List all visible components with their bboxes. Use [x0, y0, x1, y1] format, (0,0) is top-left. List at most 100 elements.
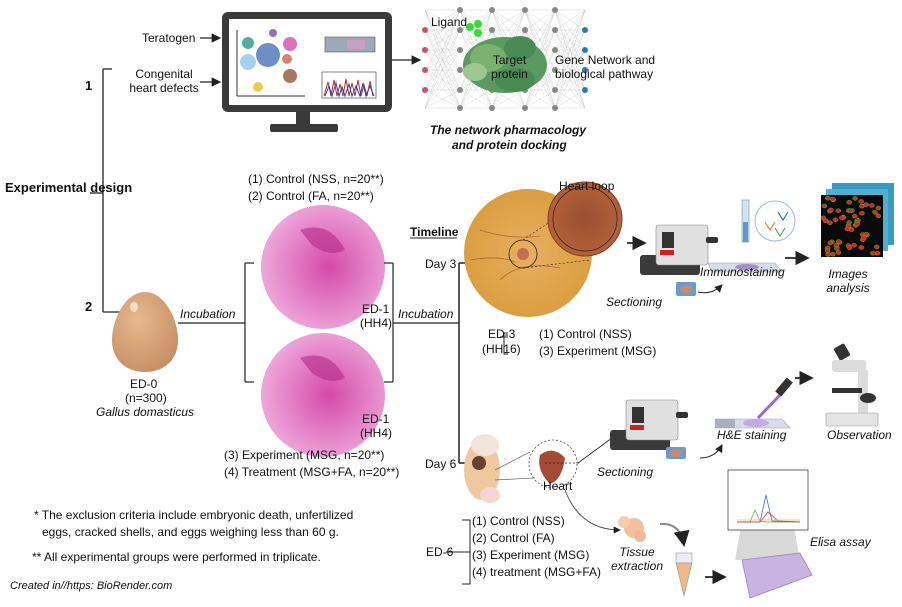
group-3-label: (3) Experiment (MSG, n=20**) — [224, 448, 385, 462]
ed3-group-3: (3) Experiment (MSG) — [539, 344, 657, 358]
network-node — [457, 87, 463, 93]
egg-species-label: Gallus domasticus — [96, 405, 195, 419]
egg-count-label: (n=300) — [125, 391, 167, 405]
timeline-title: Timeline — [410, 225, 459, 239]
network-caption-line1: The network pharmacology — [430, 123, 587, 137]
network-node — [552, 27, 558, 33]
timeline-axis — [458, 262, 465, 464]
ed1-top-stage: ED-1 — [362, 302, 390, 316]
network-node — [457, 105, 463, 111]
network-node — [422, 27, 428, 33]
network-node — [522, 7, 528, 13]
network-node — [582, 47, 588, 53]
tube-icon — [675, 552, 693, 597]
ed1-top-hh: (HH4) — [360, 316, 392, 330]
incubation-label-1: Incubation — [180, 307, 236, 321]
images-analysis-label: Images analysis — [826, 267, 870, 295]
group-1-label: (1) Control (NSS, n=20**) — [248, 172, 384, 186]
branch-1-number: 1 — [85, 78, 93, 93]
network-node — [552, 67, 558, 73]
microtome-icon — [640, 224, 718, 296]
network-node — [552, 47, 558, 53]
elisa-assay-label: Elisa assay — [810, 535, 871, 549]
he-staining-icon — [714, 377, 793, 429]
exclusion-note-line1: * The exclusion criteria include embryon… — [34, 508, 354, 522]
sectioning-label-day3: Sectioning — [606, 295, 663, 309]
observation-label: Observation — [827, 428, 892, 442]
tsne-scatter — [240, 29, 297, 92]
group-4-label: (4) Treatment (MSG+FA, n=20**) — [224, 465, 400, 479]
network-node — [457, 67, 463, 73]
network-node — [522, 27, 528, 33]
group-bracket-left — [244, 262, 254, 383]
group-2-label: (2) Control (FA, n=20**) — [248, 189, 374, 203]
exclusion-note-line2: eggs, cracked shells, and eggs weighing … — [42, 525, 339, 539]
heart-label: Heart — [543, 479, 573, 493]
ed1-bottom-stage: ED-1 — [362, 412, 390, 426]
ed3-hh-label: (HH16) — [482, 342, 521, 356]
network-node — [552, 87, 558, 93]
egg-stage-label: ED-0 — [130, 377, 158, 391]
ed6-group-4: (4) treatment (MSG+FA) — [472, 565, 602, 579]
triplicate-note: ** All experimental groups were performe… — [32, 550, 321, 564]
he-staining-label: H&E staining — [717, 428, 787, 442]
network-node — [552, 105, 558, 111]
tissue-icon — [618, 516, 646, 542]
teratogen-label: Teratogen — [142, 31, 196, 45]
target-protein-label: Target protein — [491, 53, 528, 81]
network-node — [457, 27, 463, 33]
network-caption-line2: and protein docking — [452, 138, 567, 152]
sectioning-label-day6: Sectioning — [597, 465, 654, 479]
embryo-day6-icon — [464, 434, 500, 503]
network-node — [422, 67, 428, 73]
incubation-label-2: Incubation — [398, 307, 454, 321]
group-bracket-right — [384, 262, 459, 383]
immunostaining-label: Immunostaining — [700, 265, 785, 279]
ligand-label: Ligand — [431, 15, 468, 29]
target-protein-icon — [463, 36, 547, 93]
congenital-heart-defects-label: Congenital heart defects — [129, 67, 199, 95]
network-node — [489, 105, 495, 111]
network-node — [422, 47, 428, 53]
network-node — [582, 87, 588, 93]
experimental-design-title: Experimental design — [5, 180, 133, 195]
immunostaining-icon — [707, 199, 796, 273]
image-analysis-icon — [820, 183, 894, 257]
histology-ed1-bottom — [261, 333, 385, 457]
ed3-group-1: (1) Control (NSS) — [539, 327, 632, 341]
heart-loop-zoom — [547, 181, 623, 257]
main-bracket — [90, 68, 122, 313]
ed3-stage-label: ED-3 — [488, 327, 516, 341]
network-node — [457, 7, 463, 13]
egg-icon — [112, 292, 178, 372]
network-node — [582, 27, 588, 33]
microtome-icon-2 — [610, 399, 688, 459]
gene-network-label: Gene Network and biological pathway — [555, 53, 656, 81]
ed6-group-1: (1) Control (NSS) — [472, 514, 565, 528]
tissue-extraction-label: Tissue extraction — [610, 545, 664, 573]
ed6-group-2: (2) Control (FA) — [472, 531, 555, 545]
monitor-icon — [222, 12, 392, 132]
day-6-label: Day 6 — [425, 457, 457, 471]
network-node — [489, 7, 495, 13]
network-node — [457, 47, 463, 53]
ed6-group-3: (3) Experiment (MSG) — [472, 548, 590, 562]
heart-zoom — [494, 437, 613, 489]
microscope-icon — [825, 343, 879, 427]
network-node — [422, 87, 428, 93]
network-node — [552, 7, 558, 13]
elisa-plate-icon — [727, 469, 813, 599]
ed1-bottom-hh: (HH4) — [360, 426, 392, 440]
network-node — [522, 105, 528, 111]
histology-ed1-top — [261, 205, 385, 329]
ed6-stage-label: ED-6 — [426, 545, 454, 559]
biorender-credit: Created in//https: BioRender.com — [10, 580, 173, 592]
ligand-icon — [466, 20, 482, 37]
network-node — [582, 67, 588, 73]
day-3-label: Day 3 — [425, 257, 457, 271]
heart-loop-label: Heart loop — [559, 179, 615, 193]
branch-2-number: 2 — [85, 299, 93, 314]
network-node — [489, 27, 495, 33]
